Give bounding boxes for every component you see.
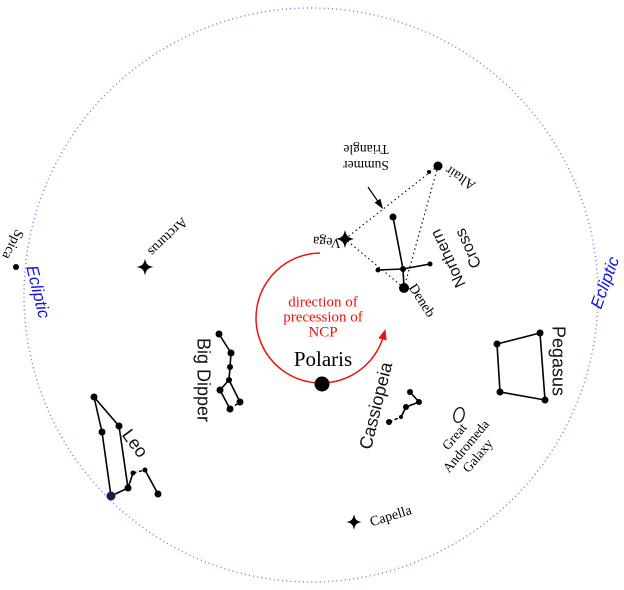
polaris-label: Polaris	[294, 347, 352, 371]
polaris-star	[314, 376, 330, 392]
peg-seg-bottom	[499, 391, 546, 401]
altair-star	[433, 161, 443, 171]
northern-cross: Northern Cross	[375, 213, 485, 290]
bd-star5	[216, 386, 224, 394]
capella-label: Capella	[368, 503, 414, 530]
triangle-edge-altair-deneb	[403, 165, 439, 289]
triangle-edge-deneb-vega	[344, 238, 405, 289]
cas-star5	[407, 389, 413, 395]
altair-label: Altair	[443, 162, 479, 193]
bd-star2	[227, 349, 235, 357]
leo-star1	[90, 393, 98, 401]
big-dipper: Big Dipper	[193, 330, 244, 422]
cassiopeia-label: Cassiopeia	[355, 359, 396, 451]
leo-star7	[142, 467, 148, 473]
deneb-label: Deneb	[405, 281, 437, 320]
peg-star1	[493, 340, 501, 348]
cas-star1	[386, 419, 392, 425]
polaris: Polaris	[294, 347, 352, 392]
bd-star6	[226, 405, 234, 413]
precession-arrowhead-icon	[378, 329, 387, 341]
star-albireo	[389, 213, 397, 221]
star-cross-wing-left	[375, 267, 381, 273]
cross-bar-left	[377, 268, 404, 271]
spica-label: Spica	[0, 227, 26, 262]
leo-star6	[130, 470, 136, 476]
precession-arc	[255, 252, 385, 384]
spica-star	[13, 264, 19, 270]
leo-star8	[154, 490, 162, 498]
arcturus: Arcturus	[136, 214, 190, 276]
summer-triangle-arrowhead-icon	[374, 198, 383, 209]
arcturus-label: Arcturus	[144, 214, 190, 259]
deneb: Deneb	[399, 281, 437, 320]
pegasus: Pegasus	[493, 326, 568, 404]
capella: Capella	[346, 503, 414, 530]
ecliptic-circle	[23, 7, 599, 583]
peg-star3	[541, 396, 549, 404]
leo-seg2	[93, 396, 120, 427]
pegasus-label: Pegasus	[548, 326, 568, 396]
spica: Spica	[0, 227, 26, 270]
altair-companion-star	[427, 170, 431, 174]
precession-caption-line3: NCP	[308, 324, 337, 340]
leo-star3	[115, 422, 123, 430]
vega-star-icon	[335, 229, 355, 249]
big-dipper-label: Big Dipper	[193, 338, 213, 422]
vega: Vega	[312, 229, 355, 250]
bd-seg7	[228, 379, 241, 403]
deneb-star	[399, 283, 409, 293]
cassiopeia: Cassiopeia	[355, 359, 422, 451]
leo-seg1	[93, 396, 103, 433]
summer-triangle-pointer-line	[367, 186, 380, 204]
summer-triangle: Summer Triangle	[343, 142, 439, 289]
bd-star1	[215, 330, 223, 338]
bd-star4	[226, 377, 232, 383]
ecliptic-label-left: Ecliptic	[22, 263, 54, 320]
cas-star3	[403, 404, 409, 410]
arcturus-star-icon	[136, 258, 154, 276]
cas-star4	[416, 399, 422, 405]
galaxy-ellipse-icon	[453, 407, 465, 423]
capella-star-icon	[346, 514, 362, 530]
leo-star-regulus-on-ecliptic	[106, 491, 116, 501]
peg-star2	[536, 329, 544, 337]
bd-seg5	[219, 389, 231, 410]
leo-seg8	[144, 469, 159, 495]
star-cross-center	[400, 266, 406, 272]
ecliptic-label-right: Ecliptic	[587, 254, 623, 312]
peg-seg-right	[539, 332, 546, 401]
bd-seg1	[218, 333, 232, 354]
leo-seg3	[101, 431, 112, 497]
leo-star2	[98, 428, 106, 436]
summer-triangle-label-line2: Triangle	[343, 142, 388, 157]
leo-star5	[124, 484, 132, 492]
precession-caption-line2: precession of	[283, 309, 363, 325]
triangle-edge-vega-altair	[344, 165, 439, 240]
precession-caption-line1: direction of	[288, 294, 358, 310]
bd-star3	[227, 364, 233, 370]
summer-triangle-label-line1: Summer	[343, 158, 389, 173]
leo-seg4	[118, 425, 129, 489]
peg-seg-left	[496, 343, 501, 393]
andromeda-galaxy: Great Andromeda Galaxy	[439, 407, 496, 475]
cas-star2	[399, 415, 403, 419]
bd-star7	[236, 398, 244, 406]
vega-label: Vega	[312, 233, 342, 250]
leo: Leo	[90, 393, 162, 501]
cross-bar-right	[402, 263, 431, 270]
precession-indicator: direction of precession of NCP	[255, 252, 387, 384]
cross-long-axis	[392, 216, 404, 270]
star-cross-wing-right	[427, 261, 433, 267]
peg-seg-top	[496, 332, 541, 345]
altair: Altair	[427, 161, 479, 193]
peg-star4	[496, 388, 504, 396]
